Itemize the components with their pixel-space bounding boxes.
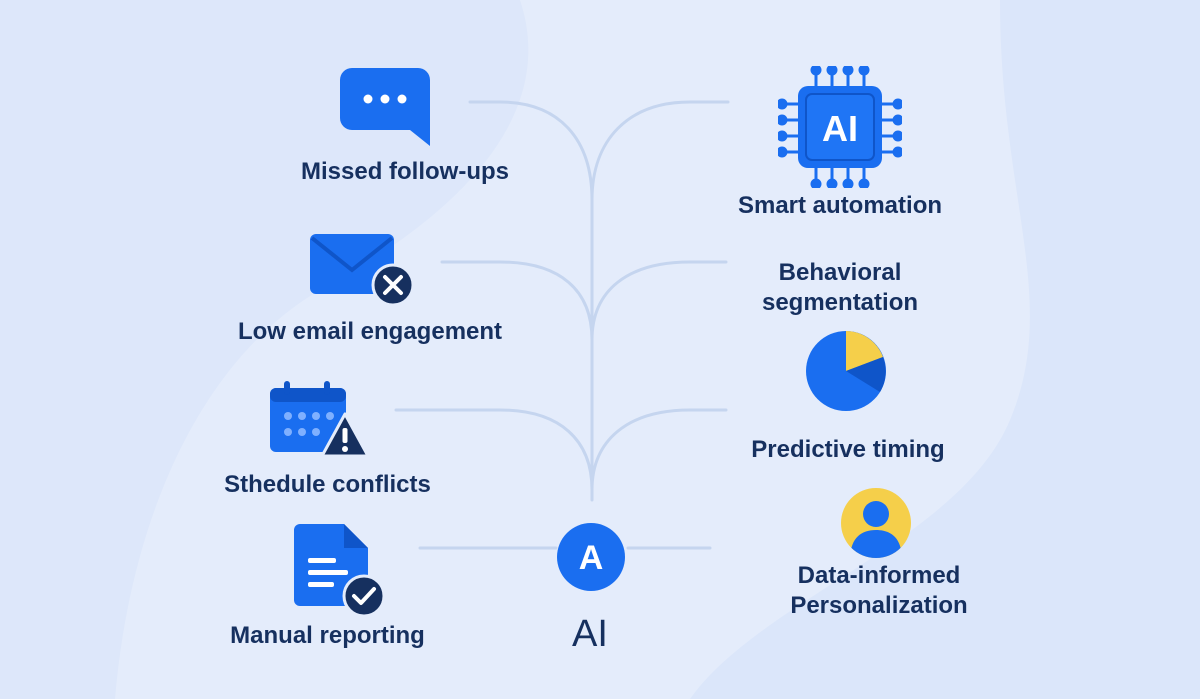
hub-label: AI — [572, 613, 608, 655]
chat-bubble-icon — [338, 66, 432, 153]
problem-label-schedule-conflicts: Sthedule conflicts — [224, 471, 431, 498]
solution-label-data-informed-personalization: Data-informed Personalization — [770, 561, 988, 621]
solution-label-line2: segmentation — [761, 289, 919, 316]
email-x-icon — [308, 232, 416, 311]
problem-label-missed-follow-ups: Missed follow-ups — [300, 158, 509, 185]
ai-badge-icon: A — [556, 522, 626, 597]
solution-label-predictive-timing: Predictive timing — [751, 436, 945, 463]
hub-badge-letter: A — [579, 539, 604, 577]
problem-label-low-email-engagement: Low email engagement — [237, 318, 503, 345]
user-avatar-icon — [839, 486, 913, 565]
ai-chip-icon: AI — [776, 64, 904, 193]
solution-label-line1: Data-informed — [797, 562, 961, 589]
solution-label-line1: Behavioral — [778, 259, 902, 286]
document-check-icon — [292, 522, 388, 623]
solution-label-line2: Personalization — [790, 592, 968, 619]
pie-chart-icon — [804, 328, 888, 419]
calendar-warning-icon — [268, 380, 372, 465]
chip-text: AI — [822, 108, 858, 149]
solution-label-behavioral-segmentation: Behavioral segmentation — [740, 258, 940, 318]
solution-label-smart-automation: Smart automation — [737, 192, 943, 219]
problem-label-manual-reporting: Manual reporting — [230, 622, 425, 649]
